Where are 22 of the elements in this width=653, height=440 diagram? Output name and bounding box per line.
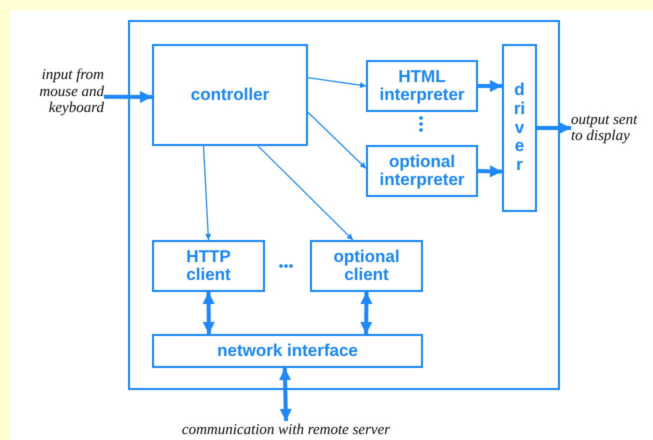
arrow xyxy=(104,90,152,103)
arrow xyxy=(202,292,215,334)
arrow xyxy=(202,146,212,240)
arrow xyxy=(537,122,571,134)
arrow xyxy=(279,368,292,422)
frame-box xyxy=(128,20,560,390)
process-box: HTTP client xyxy=(152,240,265,292)
arrow xyxy=(308,112,366,169)
arrow xyxy=(258,146,354,240)
arrow xyxy=(308,77,366,88)
process-box: controller xyxy=(152,44,308,146)
process-box: HTML interpreter xyxy=(366,60,478,112)
process-box: network interface xyxy=(152,334,423,368)
annotation-text: output sent to display xyxy=(571,112,638,144)
arrow xyxy=(478,165,502,178)
annotation-text: communication with remote server xyxy=(182,422,390,439)
arrow xyxy=(478,80,502,92)
process-box: optional interpreter xyxy=(366,145,478,197)
process-box: optional client xyxy=(310,240,423,292)
arrow xyxy=(360,292,372,334)
process-box: driver xyxy=(502,44,537,212)
annotation-text: input from mouse and keyboard xyxy=(38,67,104,117)
